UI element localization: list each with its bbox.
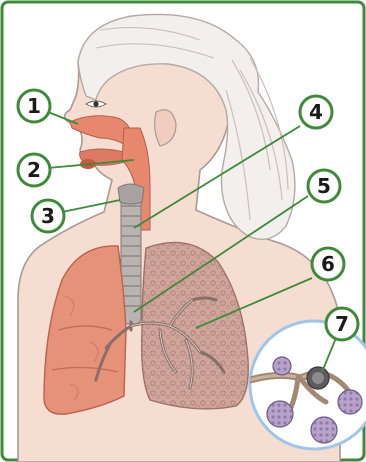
label-marker-4: 4 <box>300 96 332 128</box>
label-text-3: 3 <box>41 204 55 228</box>
larynx <box>118 184 144 204</box>
label-text-6: 6 <box>321 252 335 276</box>
pupil <box>93 101 98 106</box>
label-text-2: 2 <box>27 158 41 182</box>
label-marker-5: 5 <box>308 170 340 202</box>
label-marker-7: 7 <box>326 308 358 340</box>
label-text-1: 1 <box>27 94 41 118</box>
label-text-7: 7 <box>335 312 349 336</box>
label-marker-6: 6 <box>312 248 344 280</box>
label-text-4: 4 <box>309 100 323 124</box>
label-marker-3: 3 <box>32 200 64 232</box>
label-marker-1: 1 <box>18 90 50 122</box>
label-text-5: 5 <box>317 174 331 198</box>
label-marker-2: 2 <box>18 154 50 186</box>
